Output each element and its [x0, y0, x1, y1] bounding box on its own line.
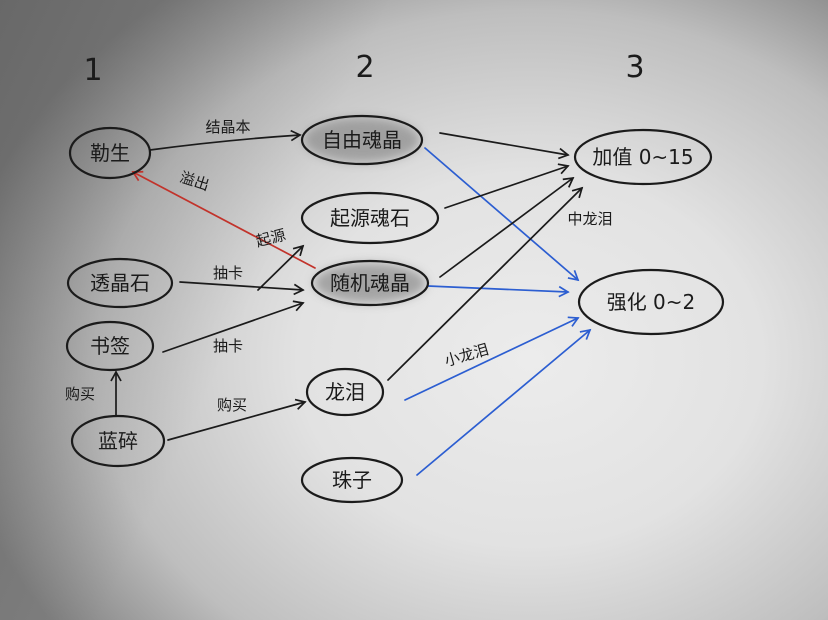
node-outline [65, 320, 155, 372]
node-outline [68, 126, 152, 180]
node-outline [300, 114, 424, 166]
edge-label-small-tear: 小龙泪 [443, 340, 491, 370]
node-label: 强化 0~2 [607, 290, 696, 314]
column-header-1: 1 [83, 53, 102, 88]
column-header-3: 3 [625, 50, 644, 85]
node-label: 珠子 [332, 468, 372, 492]
edge-label-crystal: 结晶本 [205, 118, 250, 136]
edge-c2_d-to-c3_a [387, 186, 584, 381]
node-shade-c2_c [314, 263, 426, 303]
node-label: 龙泪 [325, 380, 365, 404]
node-outline [300, 456, 404, 504]
edge-c2_c-to-c3_b [427, 285, 570, 298]
edge-label-buy-1: 购买 [65, 385, 95, 403]
edge-c1_c-to-c2_c [162, 300, 305, 353]
edge-label-overflow: 溢出 [177, 168, 211, 194]
node-c1_c: 书签 [65, 320, 155, 372]
node-label: 勒生 [90, 141, 130, 165]
node-label: 蓝碎 [98, 429, 138, 453]
edge-label-buy-2: 购买 [217, 396, 247, 414]
edge-label-draw-1: 抽卡 [213, 264, 243, 282]
node-outline [577, 268, 725, 336]
node-label: 透晶石 [90, 271, 150, 295]
node-c2_b: 起源魂石 [300, 191, 440, 245]
node-outline [305, 367, 385, 417]
edge-label-origin: 起源 [254, 226, 287, 251]
node-label: 自由魂晶 [322, 128, 402, 152]
edge-c2_a-to-c3_b [424, 147, 580, 282]
edge-label-draw-2: 抽卡 [213, 337, 243, 355]
edge-c2_a-to-c3_a [439, 132, 570, 160]
node-label: 随机魂晶 [330, 271, 410, 295]
node-outline [310, 259, 430, 307]
edge-label-medium-tear: 中龙泪 [567, 210, 612, 228]
column-header-2: 2 [355, 50, 374, 85]
node-outline [300, 191, 440, 245]
edge-c1_d-to-c2_d [167, 398, 307, 441]
edge-c2_c-to-c1_a [131, 170, 316, 269]
node-c1_b: 透晶石 [66, 257, 174, 309]
node-c2_e: 珠子 [300, 456, 404, 504]
edge-c2_e-to-c3_b [416, 328, 592, 476]
node-shade-c2_a [304, 118, 420, 162]
node-c2_c: 随机魂晶 [310, 259, 430, 307]
node-outline [573, 128, 713, 186]
edge-c1_b-to-c2_c [179, 281, 305, 296]
node-c3_a: 加值 0~15 [573, 128, 713, 186]
edge-c1_b-to-c2_b [257, 244, 305, 291]
node-c2_d: 龙泪 [305, 367, 385, 417]
node-c2_a: 自由魂晶 [300, 114, 424, 166]
edge-c1_a-to-c2_a [149, 129, 302, 151]
node-label: 起源魂石 [330, 206, 410, 230]
node-label: 书签 [90, 334, 130, 358]
edge-c2_b-to-c3_a [444, 163, 570, 209]
node-c1_a: 勒生 [68, 126, 152, 180]
edge-c2_d-to-c3_b [404, 316, 580, 401]
node-c3_b: 强化 0~2 [577, 268, 725, 336]
node-c1_d: 蓝碎 [70, 414, 166, 468]
edge-c2_c-to-c3_a [439, 176, 575, 278]
edges [110, 129, 592, 476]
node-label: 加值 0~15 [592, 145, 693, 169]
node-outline [70, 414, 166, 468]
node-outline [66, 257, 174, 309]
